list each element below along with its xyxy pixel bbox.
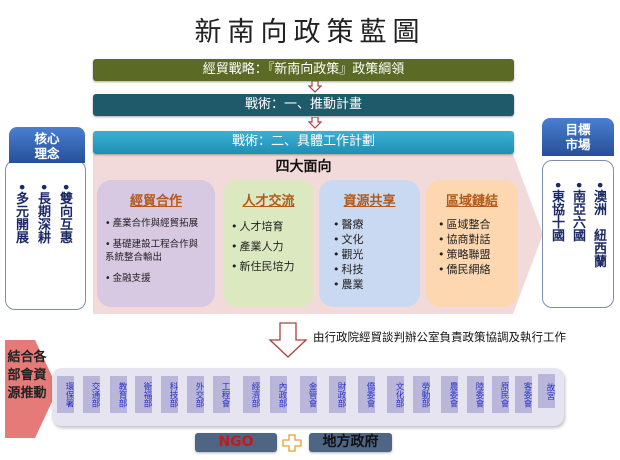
agency-tag: 交通部 <box>83 376 100 413</box>
coordination-text: 由行政院經貿談判辦公室負責政策協調及執行工作 <box>313 330 566 344</box>
aspect-card-trade: 經貿合作 產業合作與經貿拓展 基礎建設工程合作與系統整合輸出 金融支援 <box>97 180 215 307</box>
agency-tag: 衛福部 <box>135 376 152 413</box>
list-item: 策略聯盟 <box>438 247 510 262</box>
agency-tag: 故宮 <box>538 374 555 408</box>
aspect-card-talent: 人才交流 人才培育 產業人力 新住民培力 <box>223 180 314 307</box>
agency-tag: 環保署 <box>57 376 74 413</box>
list-item: 產業合作與經貿拓展 <box>105 217 207 230</box>
list-item: 觀光 <box>333 247 412 262</box>
core-concept-item: 長期深耕 <box>35 183 50 243</box>
agency-tag: 文化部 <box>387 376 404 413</box>
target-markets-header: 目標市場 <box>542 118 614 156</box>
down-arrow-icon <box>308 117 322 129</box>
list-item: 文化 <box>333 232 412 247</box>
aspect-card-regional: 區域鏈結 區域整合 協商對話 策略聯盟 僑民網絡 <box>426 180 518 307</box>
list-item: 金融支援 <box>105 272 207 285</box>
list-item: 新住民培力 <box>231 257 306 277</box>
down-arrow-icon <box>308 81 322 93</box>
agency-tag: 財政部 <box>329 376 346 413</box>
list-item: 協商對話 <box>438 232 510 247</box>
target-market-item: 東協十國 <box>549 181 564 241</box>
down-arrow-large-icon <box>268 322 308 358</box>
target-markets-panel: 澳洲 紐西蘭 南亞六國 東協十國 <box>542 160 614 308</box>
agency-tag: 原民會 <box>492 376 509 413</box>
target-markets-title: 目標市場 <box>565 122 591 152</box>
resource-label: 結合各部會資源推動 <box>7 350 47 401</box>
list-item: 科技 <box>333 262 412 277</box>
agency-tag: 工程會 <box>213 376 230 413</box>
agency-tag: 金管會 <box>300 376 317 413</box>
card-title: 經貿合作 <box>129 194 182 209</box>
list-item: 僑民網絡 <box>438 262 510 277</box>
agency-tag: 教育部 <box>110 376 127 413</box>
list-item: 人才培育 <box>231 217 306 237</box>
agency-tag: 僑委會 <box>358 376 375 413</box>
core-concepts-header: 核心理念 <box>9 127 85 163</box>
target-market-item: 南亞六國 <box>570 181 585 241</box>
core-concept-item: 雙向互惠 <box>57 183 72 243</box>
list-item: 產業人力 <box>231 237 306 257</box>
target-market-item: 澳洲 紐西蘭 <box>591 181 606 267</box>
agency-tag: 內政部 <box>270 376 287 413</box>
resource-chevron-shape <box>5 340 58 438</box>
strategy-bar: 經貿戰略：『新南向政策』政策綱領 <box>93 59 514 81</box>
card-title: 資源共享 <box>343 194 396 209</box>
card-title: 區域鏈結 <box>445 194 498 209</box>
list-item: 基礎建設工程合作與系統整合輸出 <box>105 238 207 264</box>
agency-tag: 勞動部 <box>413 376 430 413</box>
agency-tag: 農委會 <box>441 376 458 413</box>
agency-tag: 經濟部 <box>243 376 260 413</box>
tactic1-bar: 戰術：一、推動計畫 <box>93 94 514 116</box>
card-title: 人才交流 <box>242 194 295 209</box>
plus-icon <box>282 434 302 452</box>
agency-tag: 科技部 <box>161 376 178 413</box>
four-aspects-title: 四大面向 <box>275 159 332 175</box>
list-item: 醫療 <box>333 217 412 232</box>
ngo-tag: NGO <box>195 433 277 452</box>
aspect-card-resources: 資源共享 醫療 文化 觀光 科技 農業 <box>319 180 420 307</box>
core-concepts-title: 核心理念 <box>34 131 60 161</box>
agency-tag: 陸委會 <box>467 376 484 413</box>
agency-tag: 外交部 <box>187 376 204 413</box>
list-item: 農業 <box>333 277 412 292</box>
agency-tag: 客委會 <box>515 376 532 413</box>
page-title: 新南向政策藍圖 <box>194 17 426 48</box>
core-concepts-panel: 雙向互惠 長期深耕 多元開展 <box>5 160 86 310</box>
local-government-tag: 地方政府 <box>309 433 392 452</box>
tactic2-bar: 戰術：二、具體工作計劃 <box>93 131 514 154</box>
core-concept-item: 多元開展 <box>13 183 28 243</box>
list-item: 區域整合 <box>438 217 510 232</box>
